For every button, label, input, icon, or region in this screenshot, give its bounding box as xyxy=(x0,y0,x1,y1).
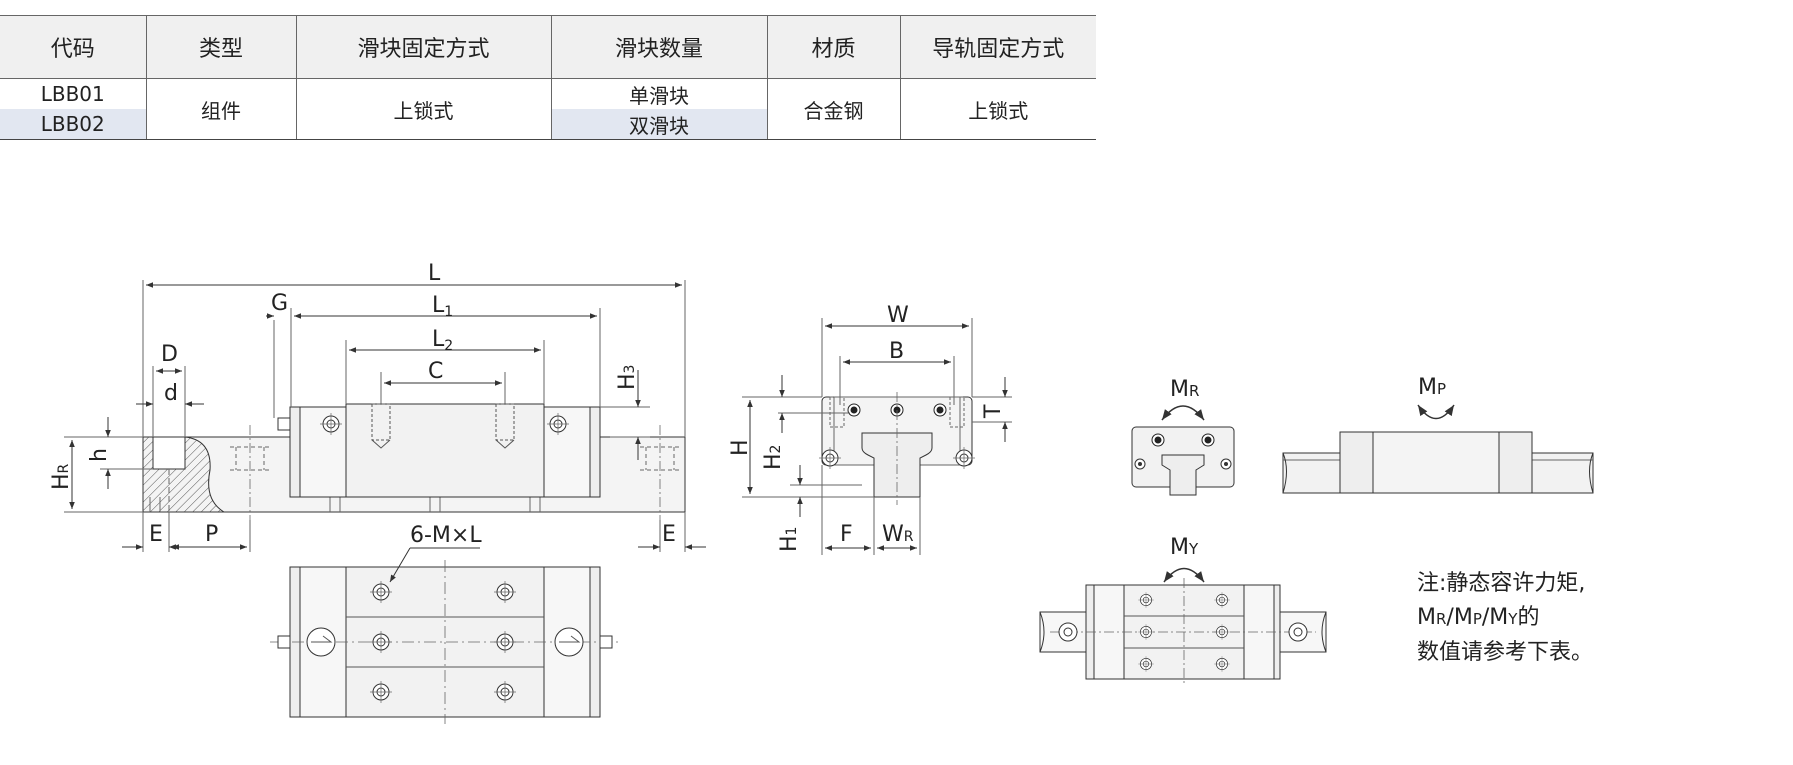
dim-T-label: T xyxy=(981,404,1006,419)
table-row: LBB01 组件 上锁式 单滑块 合金钢 上锁式 xyxy=(0,78,1096,140)
cell-block-count: 单滑块 xyxy=(550,78,767,109)
end-view: W B T H H2 H1 F WR xyxy=(728,303,1012,555)
dim-L1-label: L1 xyxy=(432,293,453,320)
header-material: 材质 xyxy=(766,15,900,79)
dim-L-label: L xyxy=(428,261,441,286)
dim-W-label: W xyxy=(887,303,909,328)
moment-mr-view: MR xyxy=(1131,377,1235,496)
dim-H1-label: H1 xyxy=(777,527,802,552)
moment-MP-label: MP xyxy=(1418,375,1446,400)
moment-MY-label: MY xyxy=(1170,535,1199,560)
dim-H3-label: H3 xyxy=(615,365,640,390)
cell-block-count: 双滑块 xyxy=(550,109,767,140)
cell-rail-fix: 上锁式 xyxy=(899,78,1096,140)
dim-C-label: C xyxy=(428,359,443,384)
side-view: L L1 G L2 C D d h xyxy=(49,261,706,552)
note-line-3: 数值请参考下表。 xyxy=(1417,640,1594,665)
dim-L2-label: L2 xyxy=(432,327,453,354)
dim-E-left-label: E xyxy=(149,522,163,547)
dim-E-right-label: E xyxy=(662,522,676,547)
dim-HR-label: HR xyxy=(49,463,74,490)
spec-table: 代码 类型 滑块固定方式 滑块数量 材质 导轨固定方式 LBB01 组件 上锁式… xyxy=(0,15,1096,140)
cell-material: 合金钢 xyxy=(766,78,900,140)
dim-H2-label: H2 xyxy=(761,445,786,470)
note-line-1: 注:静态容许力矩, xyxy=(1417,571,1586,596)
header-block-fix: 滑块固定方式 xyxy=(295,15,551,79)
cell-code: LBB02 xyxy=(0,109,146,140)
dim-G-label: G xyxy=(271,291,288,316)
hole-spec-label: 6-M×L xyxy=(410,523,482,548)
header-block-count: 滑块数量 xyxy=(550,15,767,79)
note: 注:静态容许力矩, MR/MP/MY的 数值请参考下表。 xyxy=(1417,567,1593,670)
cell-code: LBB01 xyxy=(40,82,105,106)
dim-D-label: D xyxy=(161,342,178,367)
dim-P-label: P xyxy=(205,522,218,547)
dim-B-label: B xyxy=(889,339,904,364)
dim-d-label: d xyxy=(164,381,178,406)
cell-block-fix: 上锁式 xyxy=(295,78,551,140)
note-line-2: MR/MP/MY的 xyxy=(1417,605,1540,630)
header-code: 代码 xyxy=(0,15,146,79)
header-type: 类型 xyxy=(145,15,296,79)
cell-type: 组件 xyxy=(145,78,296,140)
top-view: 6-M×L xyxy=(270,523,620,724)
header-rail-fix: 导轨固定方式 xyxy=(899,15,1096,79)
dim-h-label: h xyxy=(87,448,112,462)
dim-WR-label: WR xyxy=(882,522,914,547)
moment-MR-label: MR xyxy=(1170,377,1199,402)
table-header-row: 代码 类型 滑块固定方式 滑块数量 材质 导轨固定方式 xyxy=(0,15,1096,79)
dim-F-label: F xyxy=(840,522,853,547)
moment-my-view: MY xyxy=(1039,535,1327,686)
dim-H-label: H xyxy=(728,439,753,456)
moment-mp-view: MP xyxy=(1282,375,1594,494)
table-row: LBB02 双滑块 xyxy=(0,109,1096,140)
